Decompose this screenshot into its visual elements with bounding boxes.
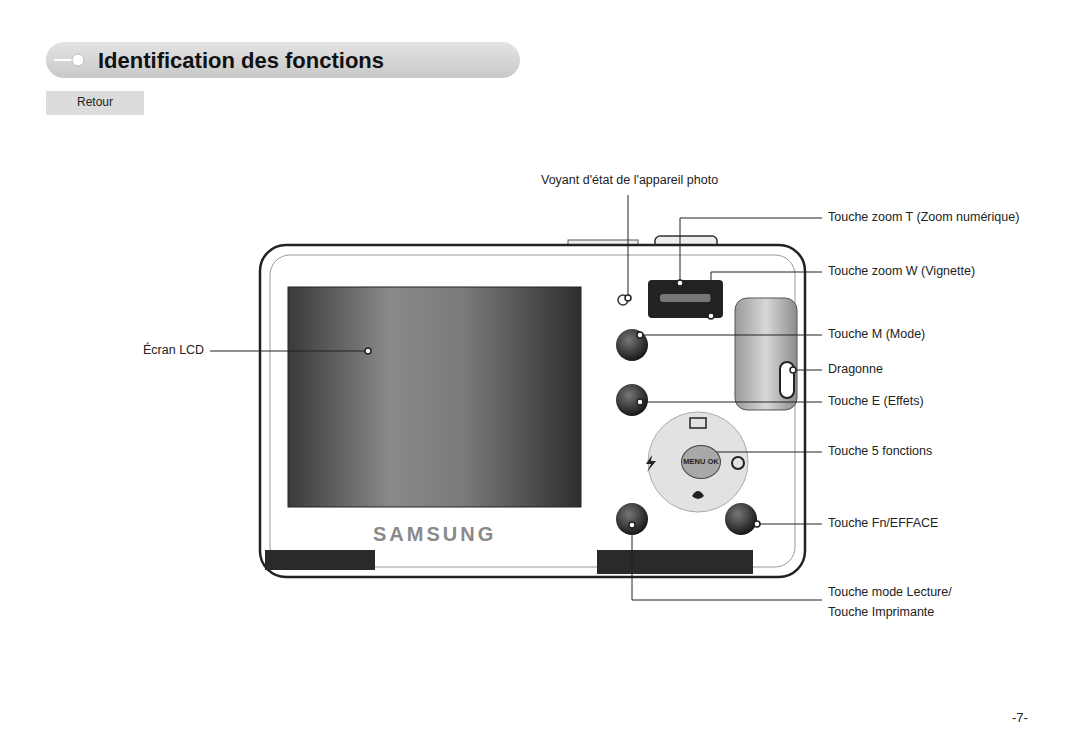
back-button: Retour (46, 91, 144, 115)
page-number: -7- (1012, 708, 1028, 728)
callout-label: Touche zoom T (Zoom numérique) (828, 208, 1019, 227)
flash-icon (646, 455, 656, 472)
zoom-rocker (648, 280, 723, 318)
callout-label: Écran LCD (143, 341, 204, 360)
display-icon (690, 418, 706, 428)
menu-ok-button: MENU OK (681, 445, 721, 479)
fn-button (725, 503, 757, 535)
nav-ring (648, 412, 748, 512)
mode-button (616, 329, 648, 361)
title-icon (54, 59, 72, 61)
brand-logo: SAMSUNG (373, 519, 496, 550)
lcd-screen (288, 287, 581, 507)
foot (265, 550, 375, 570)
body-inner-line (270, 255, 795, 567)
callout-label: Touche E (Effets) (828, 392, 924, 411)
leader-dots (365, 280, 796, 528)
callout-label: Touche 5 fonctions (828, 442, 932, 461)
timer-icon (732, 457, 744, 469)
node-text: MENU OK (683, 458, 718, 466)
grip (735, 298, 797, 410)
callout-label: Voyant d'état de l'appareil photo (541, 171, 718, 190)
macro-icon (692, 491, 704, 499)
callout-label: Touche mode Lecture/ Touche Imprimante (828, 582, 963, 622)
callout-label: Touche Fn/EFFACE (828, 514, 938, 533)
node-text: Retour (77, 96, 113, 109)
page-title: Identification des fonctions (98, 44, 384, 78)
camera-body (260, 245, 805, 577)
leader-lines (210, 195, 822, 600)
effects-button (616, 384, 648, 416)
callout-label: Touche zoom W (Vignette) (828, 262, 975, 281)
callout-label: Dragonne (828, 360, 883, 379)
title-icon (72, 54, 84, 66)
title-band (46, 42, 520, 78)
foot (597, 550, 753, 574)
callout-label: Touche M (Mode) (828, 325, 925, 344)
zoom-rocker (660, 294, 711, 302)
